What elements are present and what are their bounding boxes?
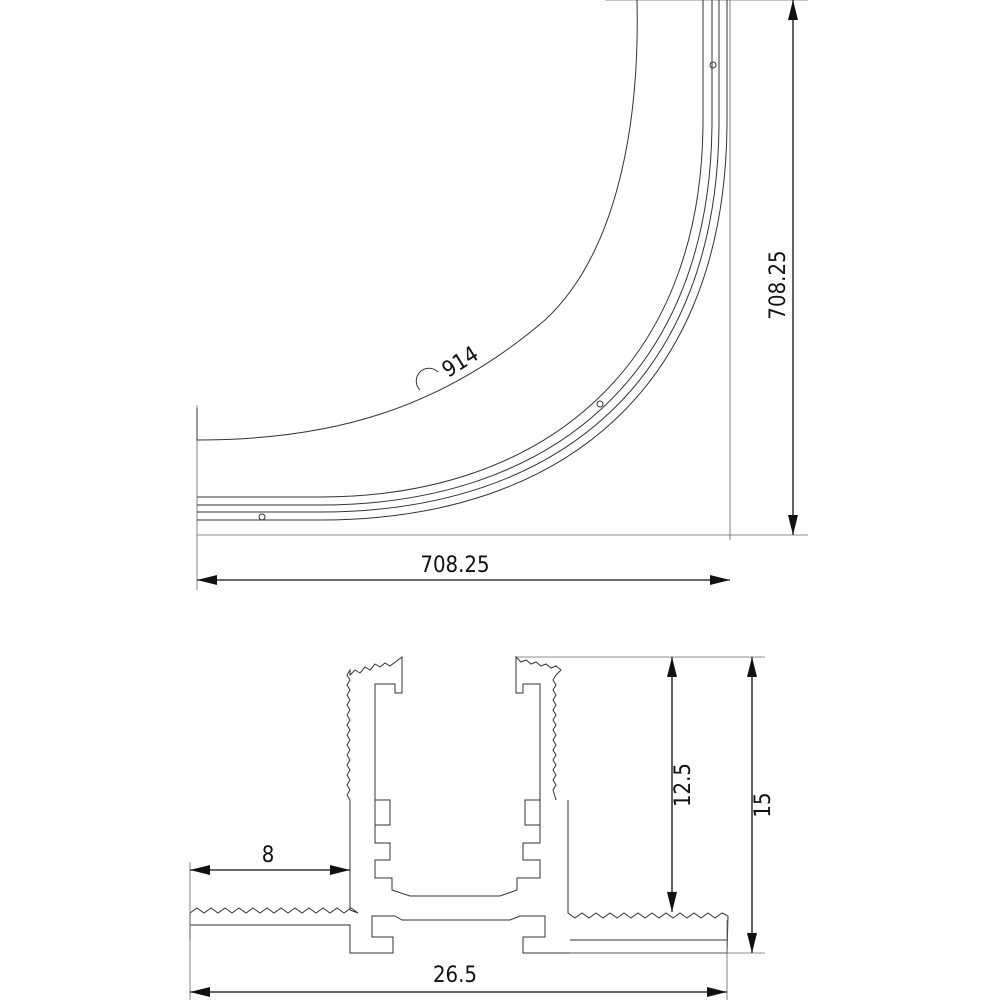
left-flange-serration [189, 907, 359, 940]
mount-hole [258, 513, 266, 521]
channel-curve-2 [197, 0, 713, 506]
total-width-label: 26.5 [433, 963, 477, 988]
total-height-label: 15 [751, 792, 776, 817]
flange-label: 8 [262, 843, 275, 868]
radius-label: 914 [438, 342, 483, 383]
right-flange-serration [567, 800, 729, 954]
outer-edge-curve [197, 0, 728, 521]
mount-hole [709, 61, 717, 69]
inner-edge-curve [196, 0, 638, 441]
channel-curve-1 [197, 0, 720, 513]
radius-symbol-icon [415, 367, 439, 391]
inner-height-label: 12.5 [671, 763, 696, 807]
profile-walls [346, 655, 562, 910]
inner-ribs [375, 799, 540, 826]
profile-cross-section: 8 12.5 15 26.5 [189, 655, 776, 1000]
height-label: 708.25 [766, 250, 791, 319]
corner-top-view: 914 708.25 708.25 [196, 0, 808, 590]
width-label: 708.25 [420, 553, 489, 578]
mount-hole [596, 400, 604, 408]
profile-base [190, 915, 570, 954]
channel-curve-3 [197, 0, 704, 498]
